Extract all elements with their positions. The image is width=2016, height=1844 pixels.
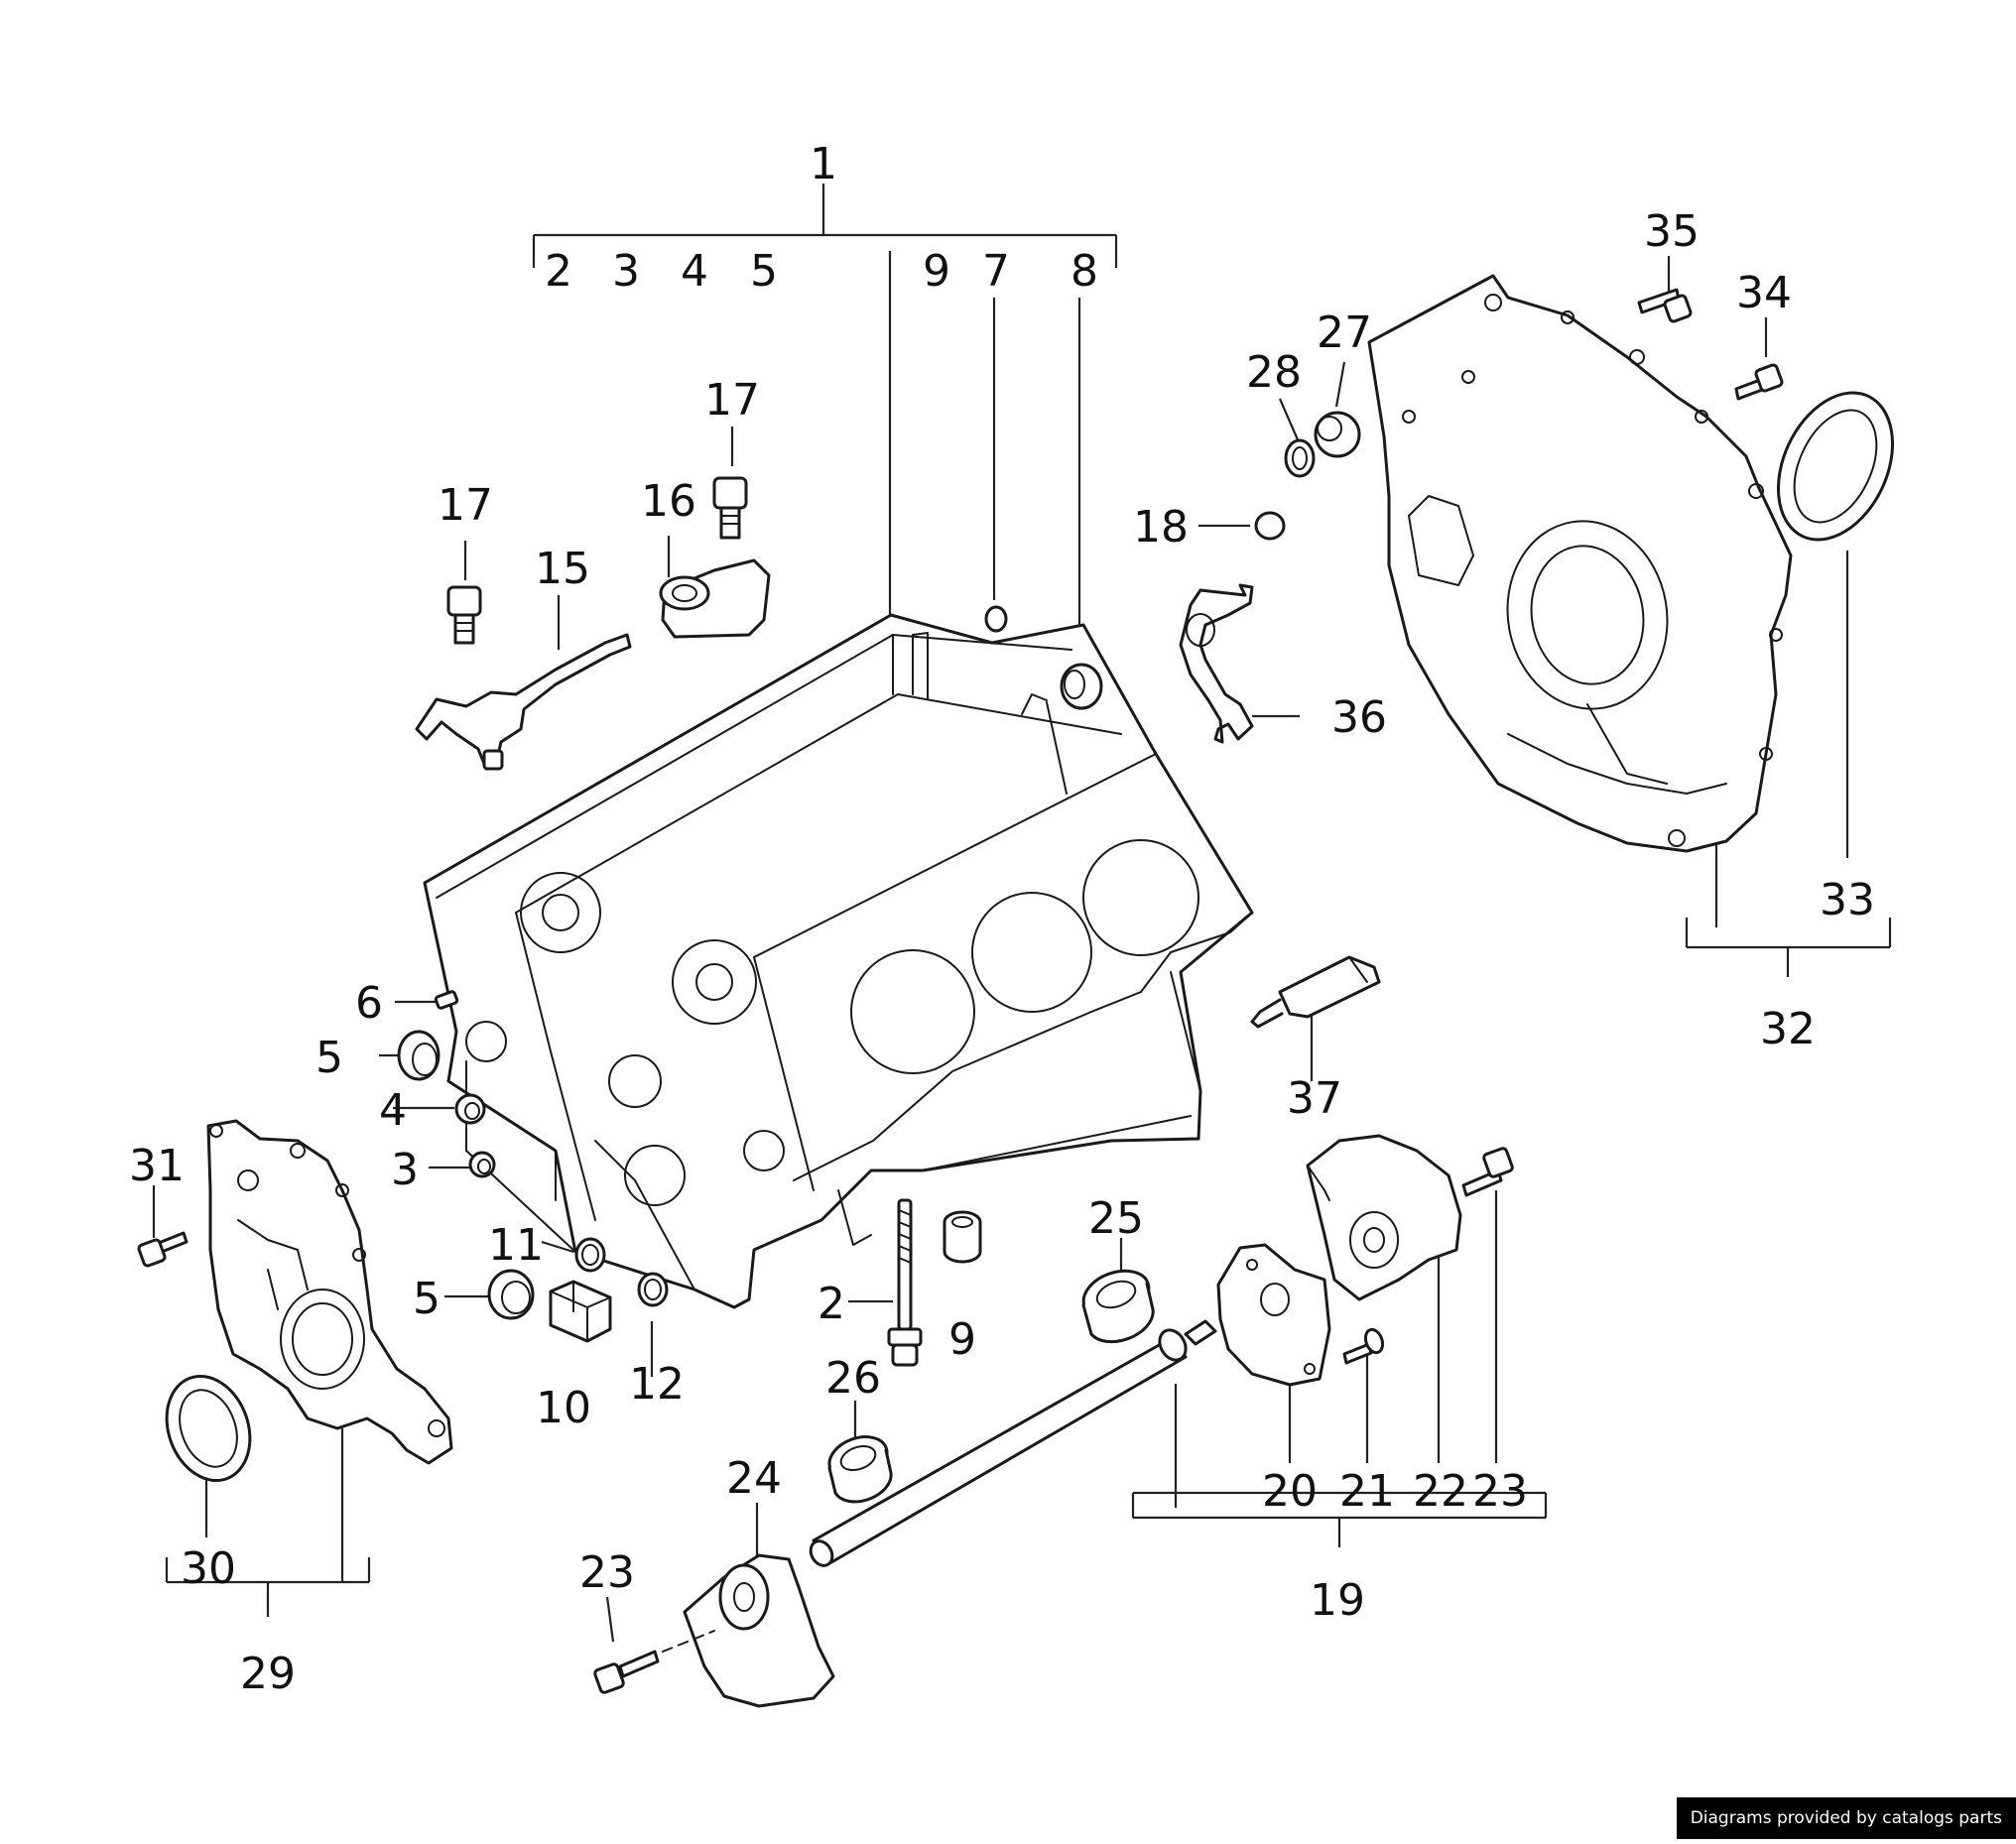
callout-9-low: 9 <box>948 1314 976 1365</box>
callout-3-mid: 3 <box>391 1145 419 1195</box>
part-24-housing <box>683 1553 835 1708</box>
callout-24: 24 <box>726 1453 782 1504</box>
callout-2-top: 2 <box>545 246 572 297</box>
callout-15: 15 <box>535 544 590 594</box>
part-8-sleeve <box>1060 663 1103 710</box>
callout-5-top: 5 <box>750 246 778 297</box>
part-11-o-ring <box>574 1237 606 1273</box>
part-34-bolt <box>1734 363 1784 401</box>
callout-22: 22 <box>1413 1466 1468 1517</box>
callout-25: 25 <box>1088 1193 1144 1244</box>
part-5-bush-upper <box>397 1030 441 1081</box>
part-31-bolt <box>137 1231 189 1268</box>
part-2-stud-bolt <box>887 1198 923 1367</box>
callout-7: 7 <box>982 246 1010 297</box>
callout-23-right: 23 <box>1472 1466 1528 1517</box>
callout-10: 10 <box>536 1383 591 1433</box>
part-18-plug <box>1254 511 1286 541</box>
part-23-bolt-left <box>593 1630 715 1694</box>
callout-1: 1 <box>810 139 837 189</box>
part-21-bolt <box>1342 1327 1385 1365</box>
callout-16: 16 <box>641 476 696 527</box>
part-28-washer <box>1284 438 1316 478</box>
part-4-bush <box>454 1093 486 1125</box>
callout-23-left: 23 <box>579 1547 635 1598</box>
callout-32: 32 <box>1760 1004 1816 1054</box>
callout-21: 21 <box>1339 1466 1395 1517</box>
callout-30: 30 <box>181 1543 236 1594</box>
callout-27: 27 <box>1317 307 1372 358</box>
callout-6: 6 <box>355 978 383 1029</box>
part-25-needle-bearing <box>1081 1269 1155 1344</box>
part-5-bush-lower <box>487 1269 535 1320</box>
callout-8: 8 <box>1071 246 1098 297</box>
part-35-bolt <box>1637 288 1693 323</box>
callout-28: 28 <box>1246 347 1302 398</box>
callout-29: 29 <box>240 1649 296 1699</box>
bracket-group-32 <box>1685 551 1892 977</box>
part-27-plug-screw <box>1314 411 1361 458</box>
part-33-seal <box>1776 391 1895 542</box>
callout-18: 18 <box>1133 502 1189 553</box>
part-17-bolt-left <box>446 585 482 645</box>
callout-20: 20 <box>1262 1466 1318 1517</box>
callout-2-low: 2 <box>818 1279 845 1329</box>
callout-labels: 1 2 3 4 5 9 7 8 17 17 16 15 35 34 28 27 … <box>129 139 1875 1699</box>
timing-cover <box>206 1119 453 1465</box>
bracket-group-1 <box>532 184 1118 660</box>
bracket-group-29 <box>165 1428 371 1617</box>
part-20-plate <box>1216 1243 1331 1387</box>
part-23-bolt-right <box>1461 1147 1514 1197</box>
callout-4-mid: 4 <box>379 1085 407 1136</box>
part-6-dowel-pin <box>434 990 459 1010</box>
callout-26: 26 <box>825 1353 881 1404</box>
callout-33: 33 <box>1820 875 1875 925</box>
callout-37: 37 <box>1287 1073 1342 1124</box>
bracket-group-19 <box>1131 1190 1548 1547</box>
part-16-flange-cap <box>659 558 771 639</box>
intermediate-shaft <box>809 1319 1217 1567</box>
part-36-clip <box>1179 583 1254 744</box>
part-3-bush <box>468 1151 496 1178</box>
part-17-bolt-right <box>712 476 748 540</box>
callout-31: 31 <box>129 1141 185 1191</box>
callout-36: 36 <box>1331 692 1387 743</box>
part-30-seal <box>165 1374 252 1483</box>
diagram-credit: Diagrams provided by catalogs parts <box>1676 1797 2016 1839</box>
callout-35: 35 <box>1644 206 1700 257</box>
callout-34: 34 <box>1736 268 1792 318</box>
callout-19: 19 <box>1310 1575 1365 1626</box>
part-12-o-ring <box>637 1272 669 1307</box>
callout-5-low: 5 <box>413 1274 441 1324</box>
callout-17-left: 17 <box>438 480 493 531</box>
part-15-bracket <box>415 633 632 771</box>
part-22-cover <box>1306 1134 1462 1301</box>
callout-17-right: 17 <box>704 375 760 426</box>
part-26-needle-bearing <box>827 1435 893 1504</box>
callout-11: 11 <box>488 1220 544 1271</box>
callout-9-top: 9 <box>923 246 950 297</box>
engine-block <box>423 613 1254 1309</box>
part-10-damper-block <box>549 1280 612 1343</box>
part-7-plug <box>984 605 1008 633</box>
callout-5-mid: 5 <box>315 1033 343 1083</box>
rear-cover-housing <box>1367 274 1793 853</box>
part-37-sealant-tube <box>1250 955 1381 1029</box>
callout-3-top: 3 <box>612 246 640 297</box>
callout-12: 12 <box>629 1359 685 1410</box>
callout-4-top: 4 <box>681 246 708 297</box>
part-9-dowel-sleeve <box>943 1210 982 1264</box>
